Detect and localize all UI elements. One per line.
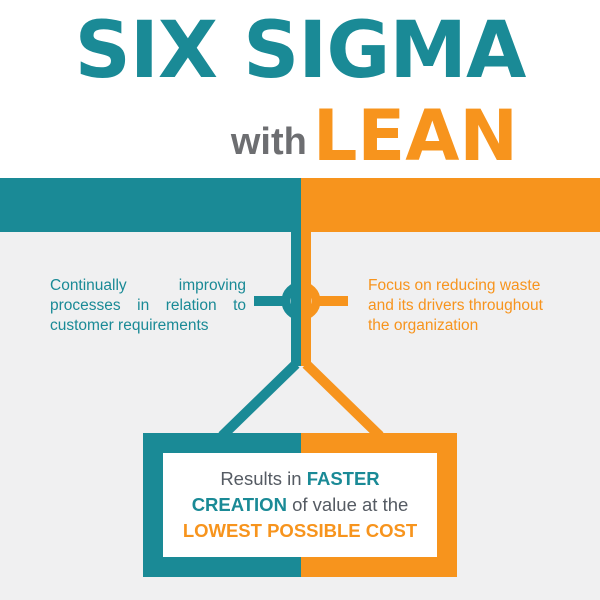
right-horizontal-tick	[312, 296, 348, 306]
lean-band	[301, 178, 600, 232]
title-with-lean: withLEAN	[231, 96, 518, 176]
left-horizontal-tick	[254, 296, 290, 306]
result-text-2: of value at the	[286, 494, 409, 515]
result-text-1: Results in	[220, 468, 307, 489]
result-creation: CREATION	[191, 494, 287, 515]
right-branch-line	[302, 360, 384, 440]
right-vertical-stem	[301, 232, 311, 366]
result-line-2: CREATION of value at the	[163, 492, 437, 518]
right-junction-ring	[300, 281, 321, 321]
result-lowest-cost: LOWEST POSSIBLE COST	[182, 520, 418, 541]
left-vertical-stem	[291, 232, 301, 366]
six-sigma-band	[0, 178, 301, 232]
six-sigma-description: Continually improving processes in relat…	[50, 277, 246, 334]
title-with: with	[230, 121, 307, 163]
result-line-3: LOWEST POSSIBLE COST	[163, 518, 437, 544]
result-faster: FASTER	[306, 468, 380, 489]
lean-description: Focus on reducing waste and its drivers …	[368, 277, 543, 334]
left-branch-line	[218, 360, 300, 440]
result-box: Results in FASTER CREATION of value at t…	[163, 453, 437, 557]
result-line-1: Results in FASTER	[163, 466, 437, 492]
left-junction-ring	[281, 281, 302, 321]
title-lean: LEAN	[312, 95, 518, 177]
title-six-sigma: SIX SIGMA	[74, 6, 527, 96]
